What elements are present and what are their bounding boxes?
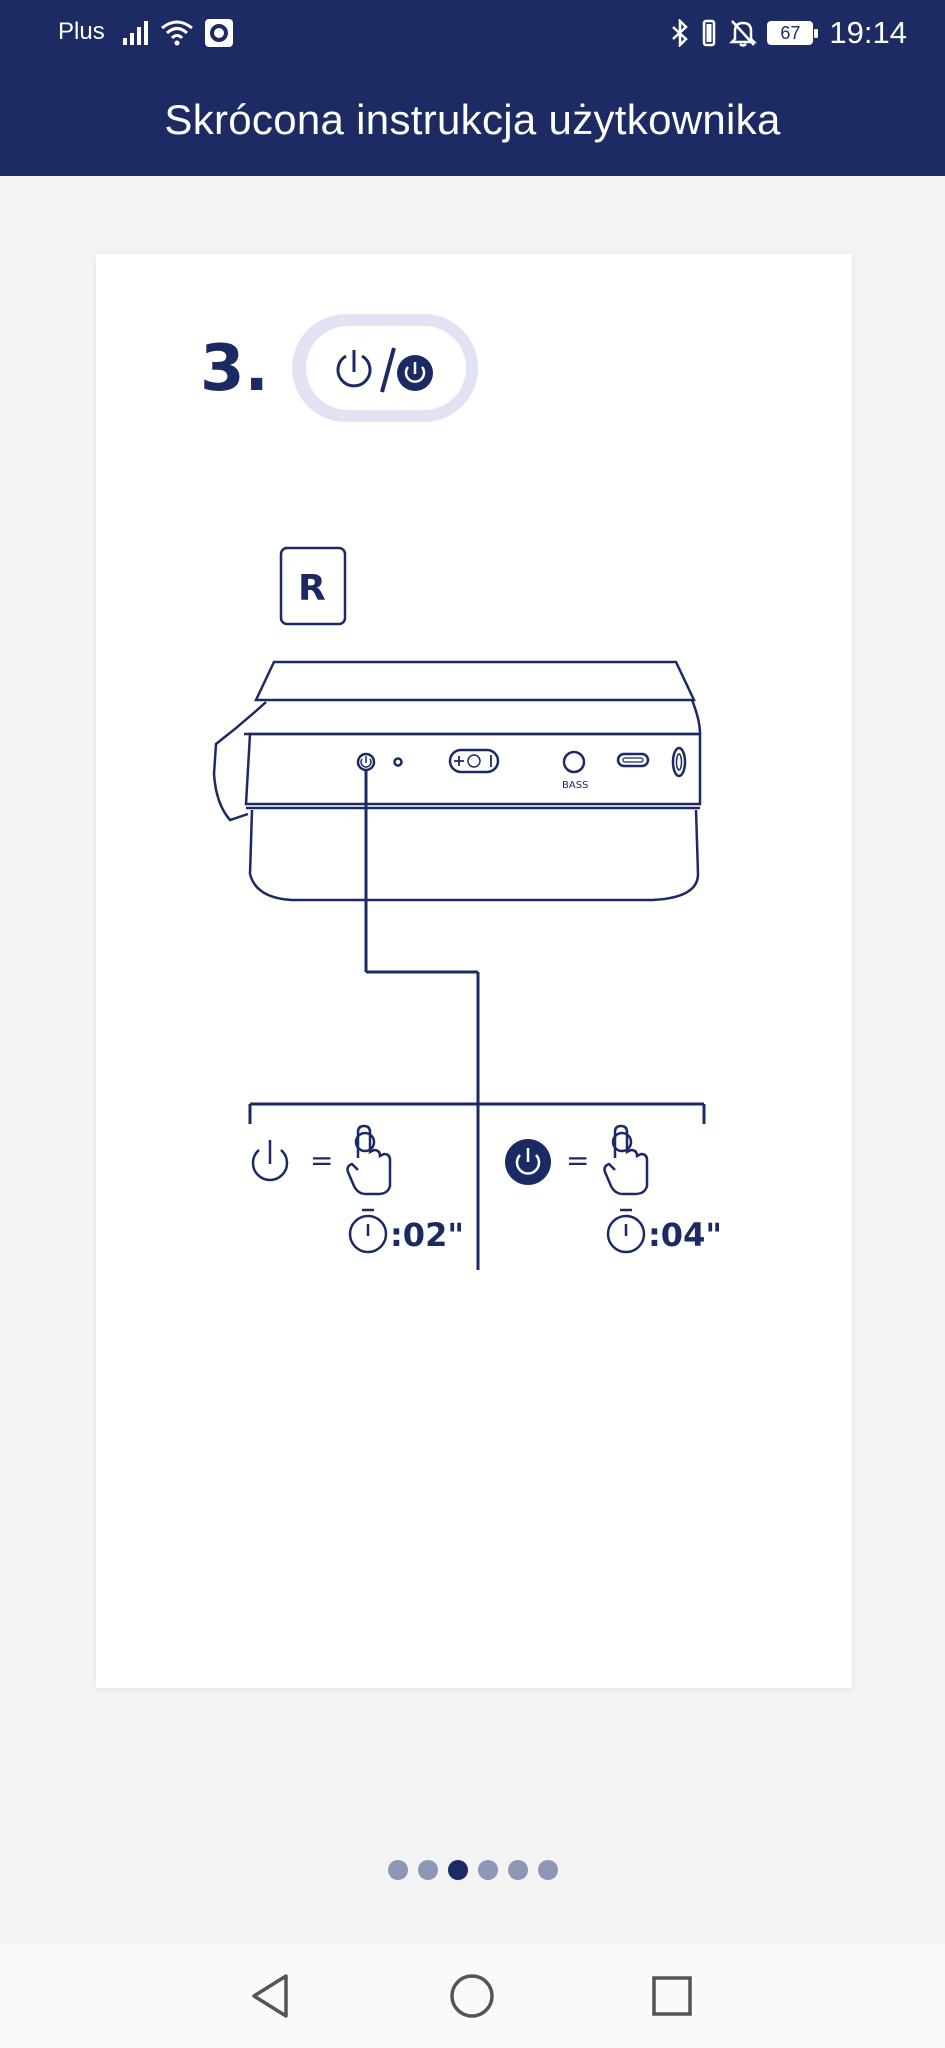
timer-icon — [606, 1208, 646, 1254]
power-outline-icon — [336, 350, 372, 388]
mute-notifications-icon — [729, 20, 758, 47]
wifi-icon — [161, 20, 193, 46]
recents-square-icon — [652, 1976, 692, 2016]
svg-text:R: R — [298, 568, 326, 609]
recents-button[interactable] — [642, 1966, 702, 2026]
clock: 19:14 — [829, 15, 907, 50]
camera-app-icon — [205, 19, 233, 47]
page-dot-2[interactable] — [417, 1860, 438, 1880]
usb-c-port — [616, 752, 650, 768]
svg-text:=: = — [310, 1144, 333, 1177]
press-hand-icon — [346, 1124, 392, 1196]
page-dot-5[interactable] — [507, 1860, 528, 1880]
power-off-instruction: = :04" — [505, 1124, 722, 1254]
page-dot-4[interactable] — [477, 1860, 498, 1880]
home-button[interactable] — [442, 1966, 502, 2026]
power-on-instruction: = :02" — [251, 1124, 464, 1254]
callout-lines — [248, 770, 706, 1270]
carrier-label: Plus — [58, 18, 105, 45]
system-nav-bar — [0, 1944, 945, 2048]
headphone-power-diagram: 3. R — [200, 314, 722, 1270]
instruction-card: 3. R — [96, 254, 852, 1688]
press-hand-icon — [603, 1124, 649, 1196]
app-bar: Plus — [0, 0, 945, 176]
battery-indicator: 67 — [767, 21, 819, 45]
step-number: 3. — [200, 332, 269, 406]
power-pill-badge — [292, 314, 478, 422]
page-indicator — [0, 1860, 945, 1880]
home-circle-icon — [450, 1974, 494, 2018]
power-off-duration: :04" — [648, 1216, 722, 1254]
svg-text:=: = — [566, 1144, 589, 1177]
signal-icon — [123, 21, 148, 45]
page-dot-6[interactable] — [537, 1860, 558, 1880]
timer-icon — [348, 1208, 388, 1254]
power-button-on-device — [356, 752, 376, 772]
back-triangle-icon — [252, 1974, 288, 2018]
page-title: Skrócona instrukcja użytkownika — [164, 96, 781, 143]
vibrate-icon — [703, 19, 716, 47]
page-dot-1[interactable] — [387, 1860, 408, 1880]
power-filled-icon — [397, 355, 433, 391]
bass-button — [562, 750, 586, 774]
power-on-duration: :02" — [390, 1216, 464, 1254]
right-side-label: R — [279, 546, 347, 626]
bluetooth-icon — [672, 19, 689, 47]
back-button[interactable] — [240, 1966, 300, 2026]
volume-play-rocker — [448, 748, 500, 774]
status-bar: Plus — [0, 0, 945, 66]
power-outline-icon — [251, 1140, 289, 1182]
page-dot-3-active[interactable] — [447, 1860, 468, 1880]
bass-label: BASS — [562, 780, 588, 791]
headphone-earcup — [212, 660, 702, 902]
led-indicator — [393, 757, 403, 767]
power-filled-icon — [505, 1139, 551, 1185]
audio-jack-port — [671, 746, 687, 778]
